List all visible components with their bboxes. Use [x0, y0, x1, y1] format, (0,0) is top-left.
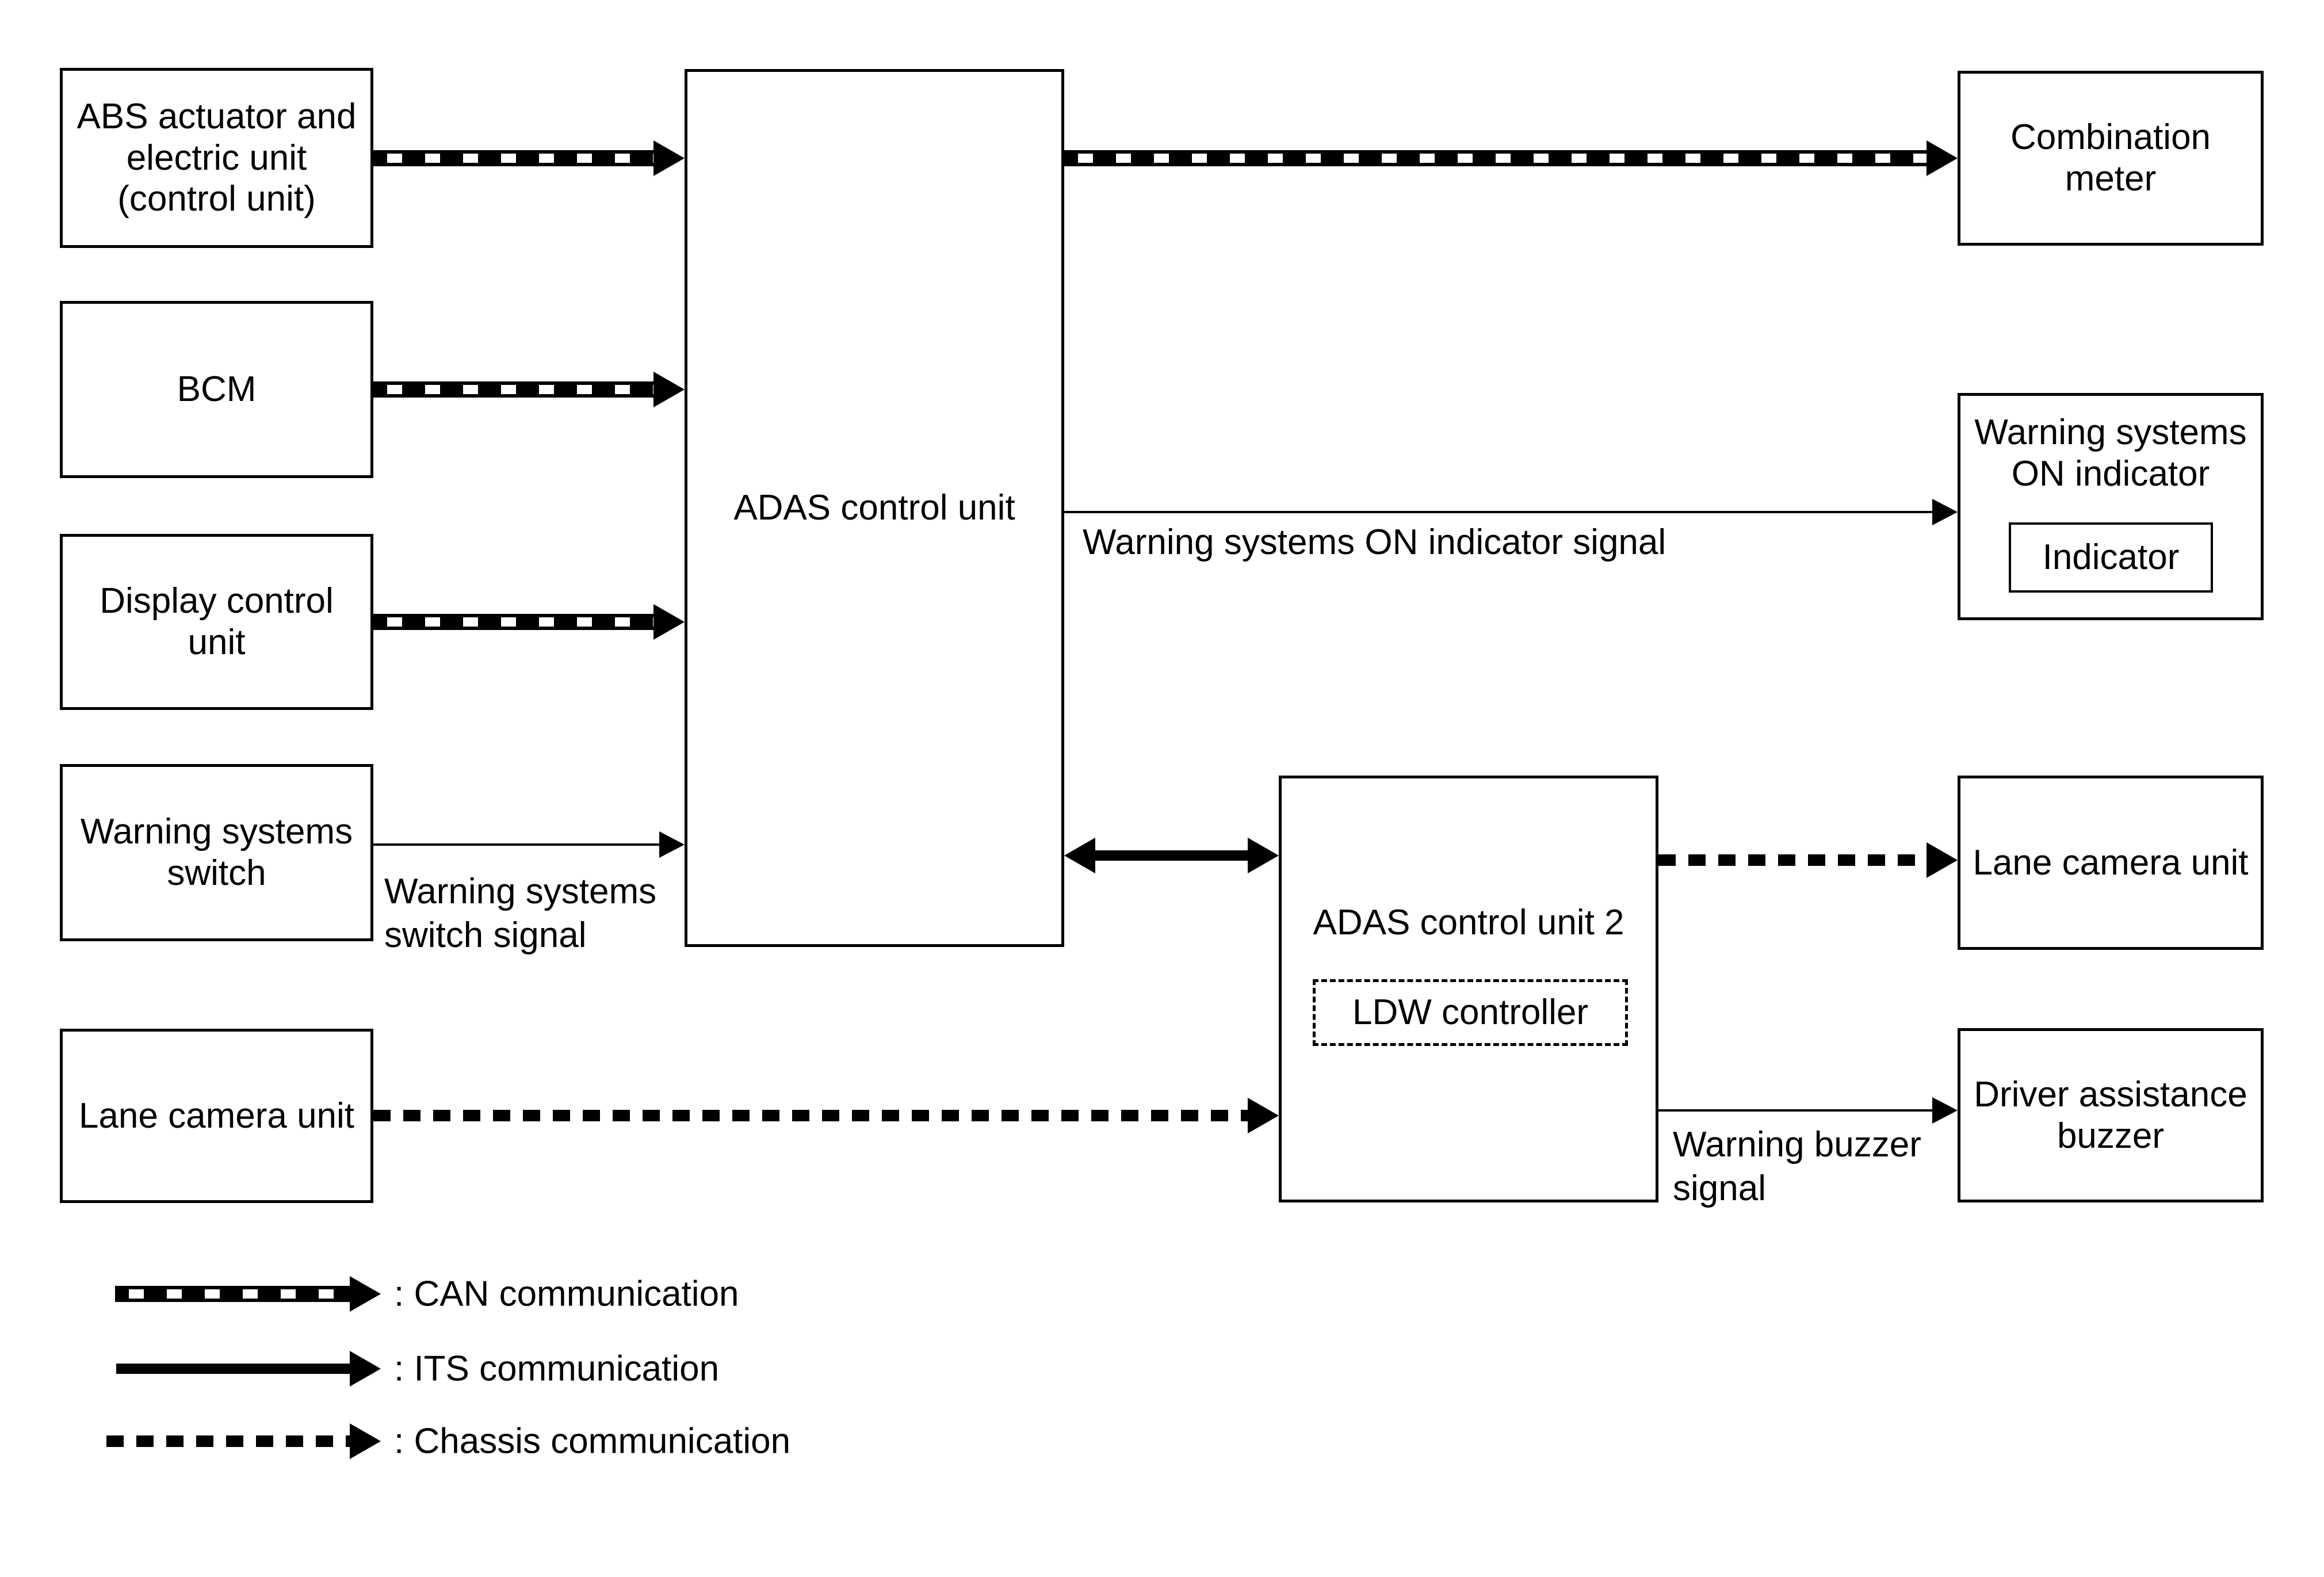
chassis-arrow-lane-camera-to-adas2: [373, 1098, 1279, 1133]
switch-signal-arrow: [373, 831, 685, 858]
node-adas-control-unit: ADAS control unit: [685, 69, 1064, 947]
indicator-label: Indicator: [2042, 537, 2180, 578]
node-label-line: Lane camera unit: [1973, 842, 2249, 883]
node-label-line: electric unit: [126, 138, 307, 178]
node-label-line: Combination: [2010, 117, 2211, 158]
signal-label-line: Warning systems ON indicator signal: [1083, 522, 1666, 562]
legend-can-label: : CAN communication: [394, 1274, 739, 1314]
node-label-line: Warning systems: [1974, 413, 2247, 452]
signal-label-line: signal: [1673, 1168, 1766, 1208]
ldw-controller-label: LDW controller: [1352, 992, 1588, 1033]
node-label-line: ADAS control unit 2: [1313, 903, 1624, 942]
ldw-controller-box: LDW controller: [1313, 979, 1628, 1046]
chassis-arrow-adas2-to-lane-camera: [1658, 842, 1958, 878]
on-indicator-signal-arrow: [1064, 499, 1958, 525]
node-adas-control-unit-2: ADAS control unit 2 LDW controller: [1279, 776, 1658, 1202]
node-label-line: buzzer: [2057, 1116, 2165, 1156]
node-label-line: ABS actuator and: [77, 96, 357, 136]
legend-its-label: : ITS communication: [394, 1349, 720, 1389]
can-arrow-adas-to-combination-meter: [1064, 140, 1958, 176]
node-label-line: Lane camera unit: [78, 1095, 355, 1136]
warning-buzzer-signal-label: Warning buzzer signal: [1673, 1123, 1921, 1210]
warning-systems-switch-signal-label: Warning systems switch signal: [384, 870, 656, 957]
warning-systems-on-indicator-signal-label: Warning systems ON indicator signal: [1083, 521, 1666, 564]
node-label-line: Display control: [100, 581, 334, 621]
node-label-line: (control unit): [117, 179, 316, 219]
node-label-line: unit: [188, 623, 246, 662]
legend-its-arrow: [116, 1351, 381, 1387]
node-label-line: meter: [2065, 159, 2157, 198]
node-label-line: Warning systems: [80, 812, 353, 852]
signal-label-line: switch signal: [384, 915, 587, 955]
legend-chassis-label: : Chassis communication: [394, 1421, 791, 1461]
can-arrow-abs-to-adas: [373, 140, 685, 176]
signal-label-line: Warning systems: [384, 872, 657, 911]
node-label-line: ADAS control unit: [733, 488, 1015, 528]
can-arrow-display-to-adas: [373, 604, 685, 640]
can-arrow-bcm-to-adas: [373, 372, 685, 407]
node-label-line: BCM: [177, 369, 257, 410]
signal-label-line: Warning buzzer: [1673, 1125, 1921, 1164]
buzzer-signal-arrow: [1658, 1097, 1958, 1124]
node-label-line: switch: [167, 853, 266, 893]
node-lane-camera-unit-left: Lane camera unit: [60, 1029, 373, 1203]
node-label-line: ON indicator: [2011, 453, 2210, 494]
node-label-line: Driver assistance: [1974, 1074, 2247, 1114]
indicator-box: Indicator: [2009, 522, 2213, 593]
its-arrow-adas-to-adas2: [1064, 838, 1279, 873]
node-bcm: BCM: [60, 301, 373, 478]
legend-can-arrow: [115, 1276, 381, 1312]
node-lane-camera-unit-right: Lane camera unit: [1958, 776, 2264, 950]
legend-chassis-arrow: [106, 1423, 381, 1459]
